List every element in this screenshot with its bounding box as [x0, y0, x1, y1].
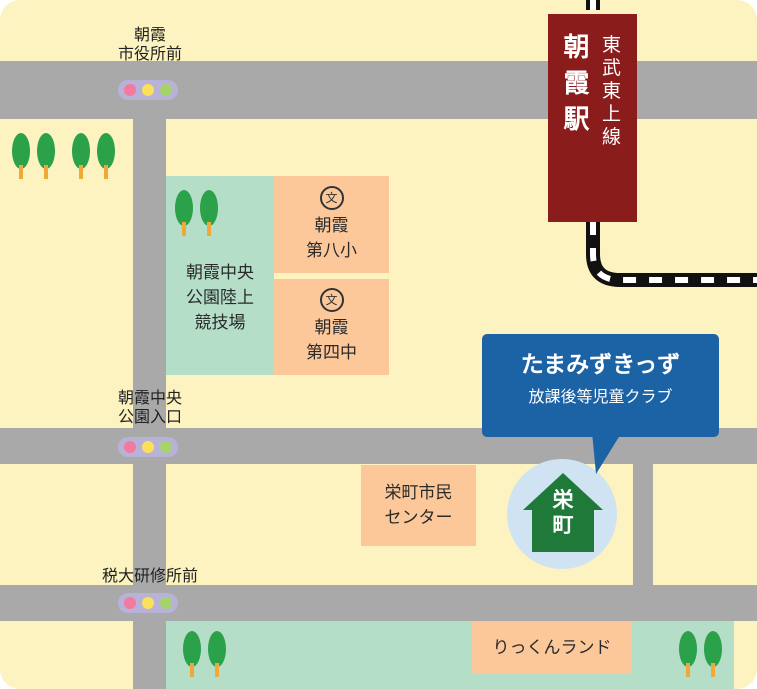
elementary-school: 文 朝霞 第八小 — [274, 176, 389, 273]
traffic-signal-icon — [118, 437, 178, 457]
road-main-vertical — [133, 61, 166, 689]
civic-center: 栄町市民 センター — [361, 465, 476, 546]
intersection-label-tax-college: 税大研修所前 — [101, 566, 198, 585]
tree-icon — [175, 190, 193, 236]
road-short-vertical — [633, 460, 653, 590]
station-name: 朝霞駅 — [563, 33, 590, 135]
signal-green-light — [160, 441, 172, 453]
callout-pointer — [592, 432, 622, 474]
tree-icon — [183, 631, 201, 677]
signal-green-light — [160, 597, 172, 609]
tree-icon — [97, 133, 115, 179]
intersection-label-central-park: 朝霞中央 公園入口 — [117, 388, 182, 426]
house-shape — [523, 473, 603, 552]
junior-high-school-label: 朝霞 第四中 — [306, 318, 357, 363]
school-icon: 文 — [319, 288, 344, 312]
tree-icon — [12, 133, 30, 179]
tree-icon — [208, 631, 226, 677]
civic-center-label: 栄町市民 センター — [384, 482, 453, 528]
callout-bubble: たまみずきっず 放課後等児童クラブ — [482, 334, 719, 437]
callout-title: たまみずきっず — [520, 352, 681, 378]
signal-yellow-light — [142, 597, 154, 609]
south-park-strip — [166, 621, 734, 689]
asaka-station: 朝霞駅 東武東上線 — [548, 14, 637, 222]
signal-red-light — [124, 597, 136, 609]
traffic-signal-icon — [118, 80, 178, 100]
tree-icon — [704, 631, 722, 677]
central-park-stadium-label: 朝霞中央 公園陸上 競技場 — [186, 263, 254, 333]
signal-red-light — [124, 441, 136, 453]
signal-red-light — [124, 84, 136, 96]
tree-icon — [200, 190, 218, 236]
signal-yellow-light — [142, 84, 154, 96]
school-icon: 文 — [319, 185, 344, 210]
tree-icon — [679, 631, 697, 677]
rickun-land: りっくんランド — [472, 622, 632, 674]
elementary-school-label: 朝霞 第八小 — [306, 215, 357, 261]
railway-track-ties — [590, 0, 757, 283]
callout-subtitle: 放課後等児童クラブ — [528, 387, 673, 406]
tree-icon — [37, 133, 55, 179]
signal-yellow-light — [142, 441, 154, 453]
traffic-signal-icon — [118, 593, 178, 613]
station-line-name: 東武東上線 — [601, 34, 621, 148]
junior-high-school: 文 朝霞 第四中 — [274, 279, 389, 375]
location-marker-label: 栄 町 — [552, 488, 574, 537]
signal-green-light — [160, 84, 172, 96]
tree-icon — [72, 133, 90, 179]
house-icon — [523, 473, 603, 552]
rickun-land-label: りっくんランド — [492, 637, 612, 658]
intersection-label-city-hall: 朝霞 市役所前 — [117, 25, 182, 63]
